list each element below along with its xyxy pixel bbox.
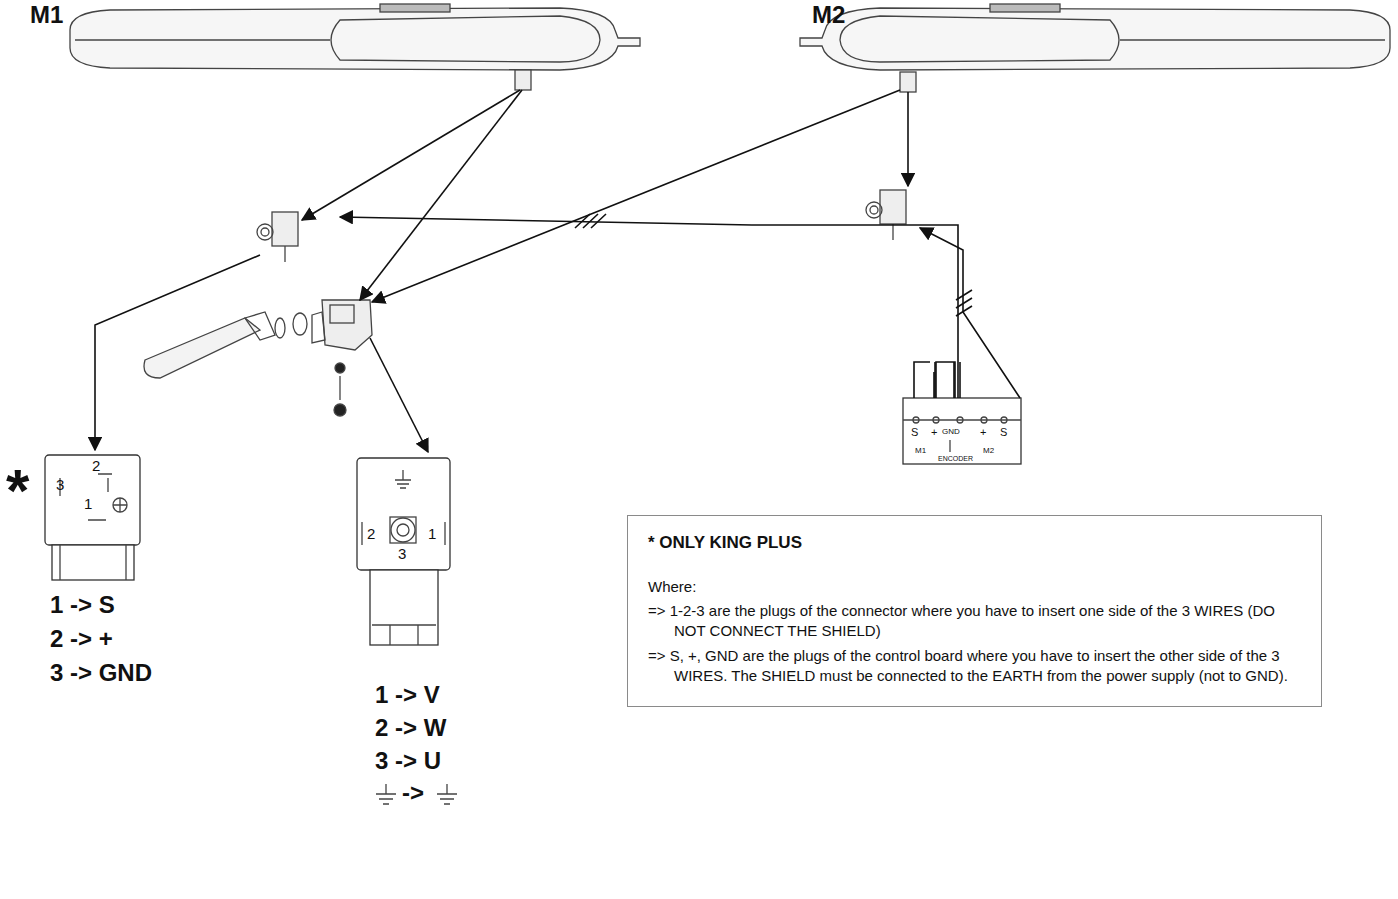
note-box: * ONLY KING PLUS Where: => 1-2-3 are the p… [627,515,1322,707]
pin-label: 1 [84,496,92,513]
pin-label: 1 -> S [50,592,115,618]
terminal-label: + [931,426,937,438]
pin-label: 3 [56,477,64,494]
motor-label: M1 [30,2,63,28]
pin-label: 2 [367,526,375,543]
pin-label: 1 [428,526,436,543]
pin-label: -> [402,780,424,806]
note-text: Where: [648,577,1301,597]
pin-label: 2 -> W [375,715,446,741]
pin-label: 2 -> + [50,626,113,652]
motor-label: M2 [812,2,845,28]
pin-label: 1 -> V [375,682,440,708]
pin-label: 3 -> U [375,748,441,774]
pin-label: 3 -> GND [50,660,152,686]
terminal-label: GND [942,428,960,437]
note-text: => S, +, GND are the plugs of the contro… [648,646,1301,687]
terminal-label: S [1000,426,1007,438]
note-text: => 1-2-3 are the plugs of the connector … [648,601,1301,642]
terminal-label: M2 [983,447,994,456]
terminal-label: ENCODER [938,455,973,463]
pin-label: 2 [92,458,100,475]
asterisk-mark: * [6,458,29,524]
terminal-label: + [980,426,986,438]
terminal-label: M1 [915,447,926,456]
note-heading: * ONLY KING PLUS [648,532,1301,555]
pin-label: 3 [398,546,406,563]
terminal-label: S [911,426,918,438]
